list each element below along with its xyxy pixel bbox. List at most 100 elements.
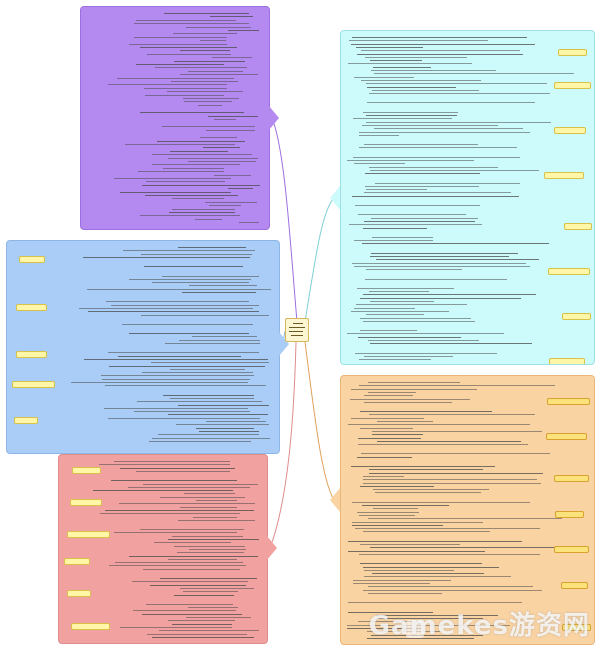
connector-purple (271, 117, 298, 323)
text-line (368, 93, 551, 95)
text-line (359, 563, 483, 565)
text-line (351, 466, 495, 467)
annotation-tag[interactable] (547, 268, 590, 276)
text-line (347, 63, 472, 65)
text-line (149, 440, 251, 442)
annotation-tag[interactable] (553, 127, 586, 135)
annotation-tag[interactable] (553, 82, 592, 90)
text-line (183, 101, 233, 103)
text-line (136, 19, 237, 21)
text-line (348, 550, 485, 552)
text-line (347, 540, 522, 542)
text-line (146, 181, 225, 183)
text-line (152, 282, 249, 284)
text-line (355, 205, 481, 206)
central-root-node[interactable] (285, 318, 309, 342)
text-line (363, 482, 542, 484)
text-line (238, 222, 260, 224)
annotation-tag[interactable] (560, 582, 589, 589)
text-line (188, 548, 246, 550)
text-line (179, 339, 261, 341)
text-line (169, 212, 236, 213)
text-line (371, 434, 423, 436)
text-line (133, 23, 250, 25)
annotation-tag[interactable] (12, 381, 56, 388)
text-line (366, 86, 457, 88)
text-line (365, 314, 425, 316)
text-line (111, 304, 259, 306)
text-line (171, 623, 232, 625)
annotation-tag[interactable] (548, 358, 586, 364)
text-line (369, 60, 423, 62)
text-line (168, 539, 259, 540)
text-line (359, 544, 461, 545)
text-line (107, 84, 227, 86)
text-line (366, 83, 548, 85)
text-line (129, 555, 259, 557)
text-line (161, 275, 259, 277)
branch-red (58, 454, 268, 644)
annotation-tag[interactable] (64, 557, 91, 565)
text-line (174, 594, 234, 596)
text-line (359, 317, 471, 319)
text-line (104, 407, 248, 409)
text-line (347, 602, 522, 604)
text-line (114, 178, 232, 179)
text-line (205, 421, 266, 422)
annotation-tag[interactable] (544, 172, 585, 180)
annotation-tag[interactable] (564, 223, 592, 231)
text-line (366, 121, 551, 123)
text-line (116, 77, 234, 79)
text-line (364, 278, 507, 280)
annotation-tag[interactable] (70, 499, 102, 506)
annotation-tag[interactable] (546, 397, 590, 405)
text-line (160, 496, 246, 498)
annotation-tag[interactable] (66, 590, 92, 598)
annotation-tag[interactable] (546, 433, 588, 441)
text-line (370, 252, 518, 254)
text-line (348, 224, 483, 226)
text-line (360, 79, 481, 81)
annotation-tag[interactable] (554, 474, 589, 482)
annotation-tag[interactable] (15, 351, 48, 359)
annotation-tag[interactable] (557, 49, 587, 57)
text-line (150, 362, 269, 364)
annotation-tag[interactable] (71, 466, 101, 474)
text-line (159, 630, 259, 632)
annotation-tag[interactable] (562, 623, 591, 631)
connector-red (269, 341, 297, 549)
annotation-tag[interactable] (555, 510, 585, 518)
text-line (363, 401, 453, 403)
text-line (355, 46, 423, 48)
text-line (180, 506, 238, 508)
text-line (353, 307, 415, 309)
text-line (109, 565, 246, 567)
text-line (363, 227, 428, 229)
annotation-tag[interactable] (13, 416, 39, 424)
text-line (214, 119, 236, 120)
text-line (351, 195, 519, 197)
text-line (351, 310, 449, 312)
watermark: Gamekes游资网 (368, 611, 590, 641)
text-line (373, 128, 523, 130)
annotation-tag[interactable] (67, 531, 111, 539)
text-line (372, 89, 480, 91)
text-line (350, 417, 425, 419)
text-line (173, 545, 245, 547)
annotation-tag[interactable] (16, 303, 47, 311)
text-line (365, 185, 479, 187)
text-line (110, 480, 237, 482)
text-line (347, 611, 434, 613)
text-line (128, 43, 227, 45)
text-line (356, 511, 420, 513)
annotation-tag[interactable] (70, 622, 111, 630)
text-line (352, 118, 452, 120)
text-line (353, 163, 405, 165)
annotation-tag[interactable] (18, 255, 45, 263)
text-line (140, 47, 237, 48)
annotation-tag[interactable] (553, 546, 590, 554)
text-line (366, 102, 536, 104)
text-line (146, 633, 247, 635)
branch-purple-pointer (269, 106, 279, 130)
annotation-tag[interactable] (561, 313, 591, 321)
